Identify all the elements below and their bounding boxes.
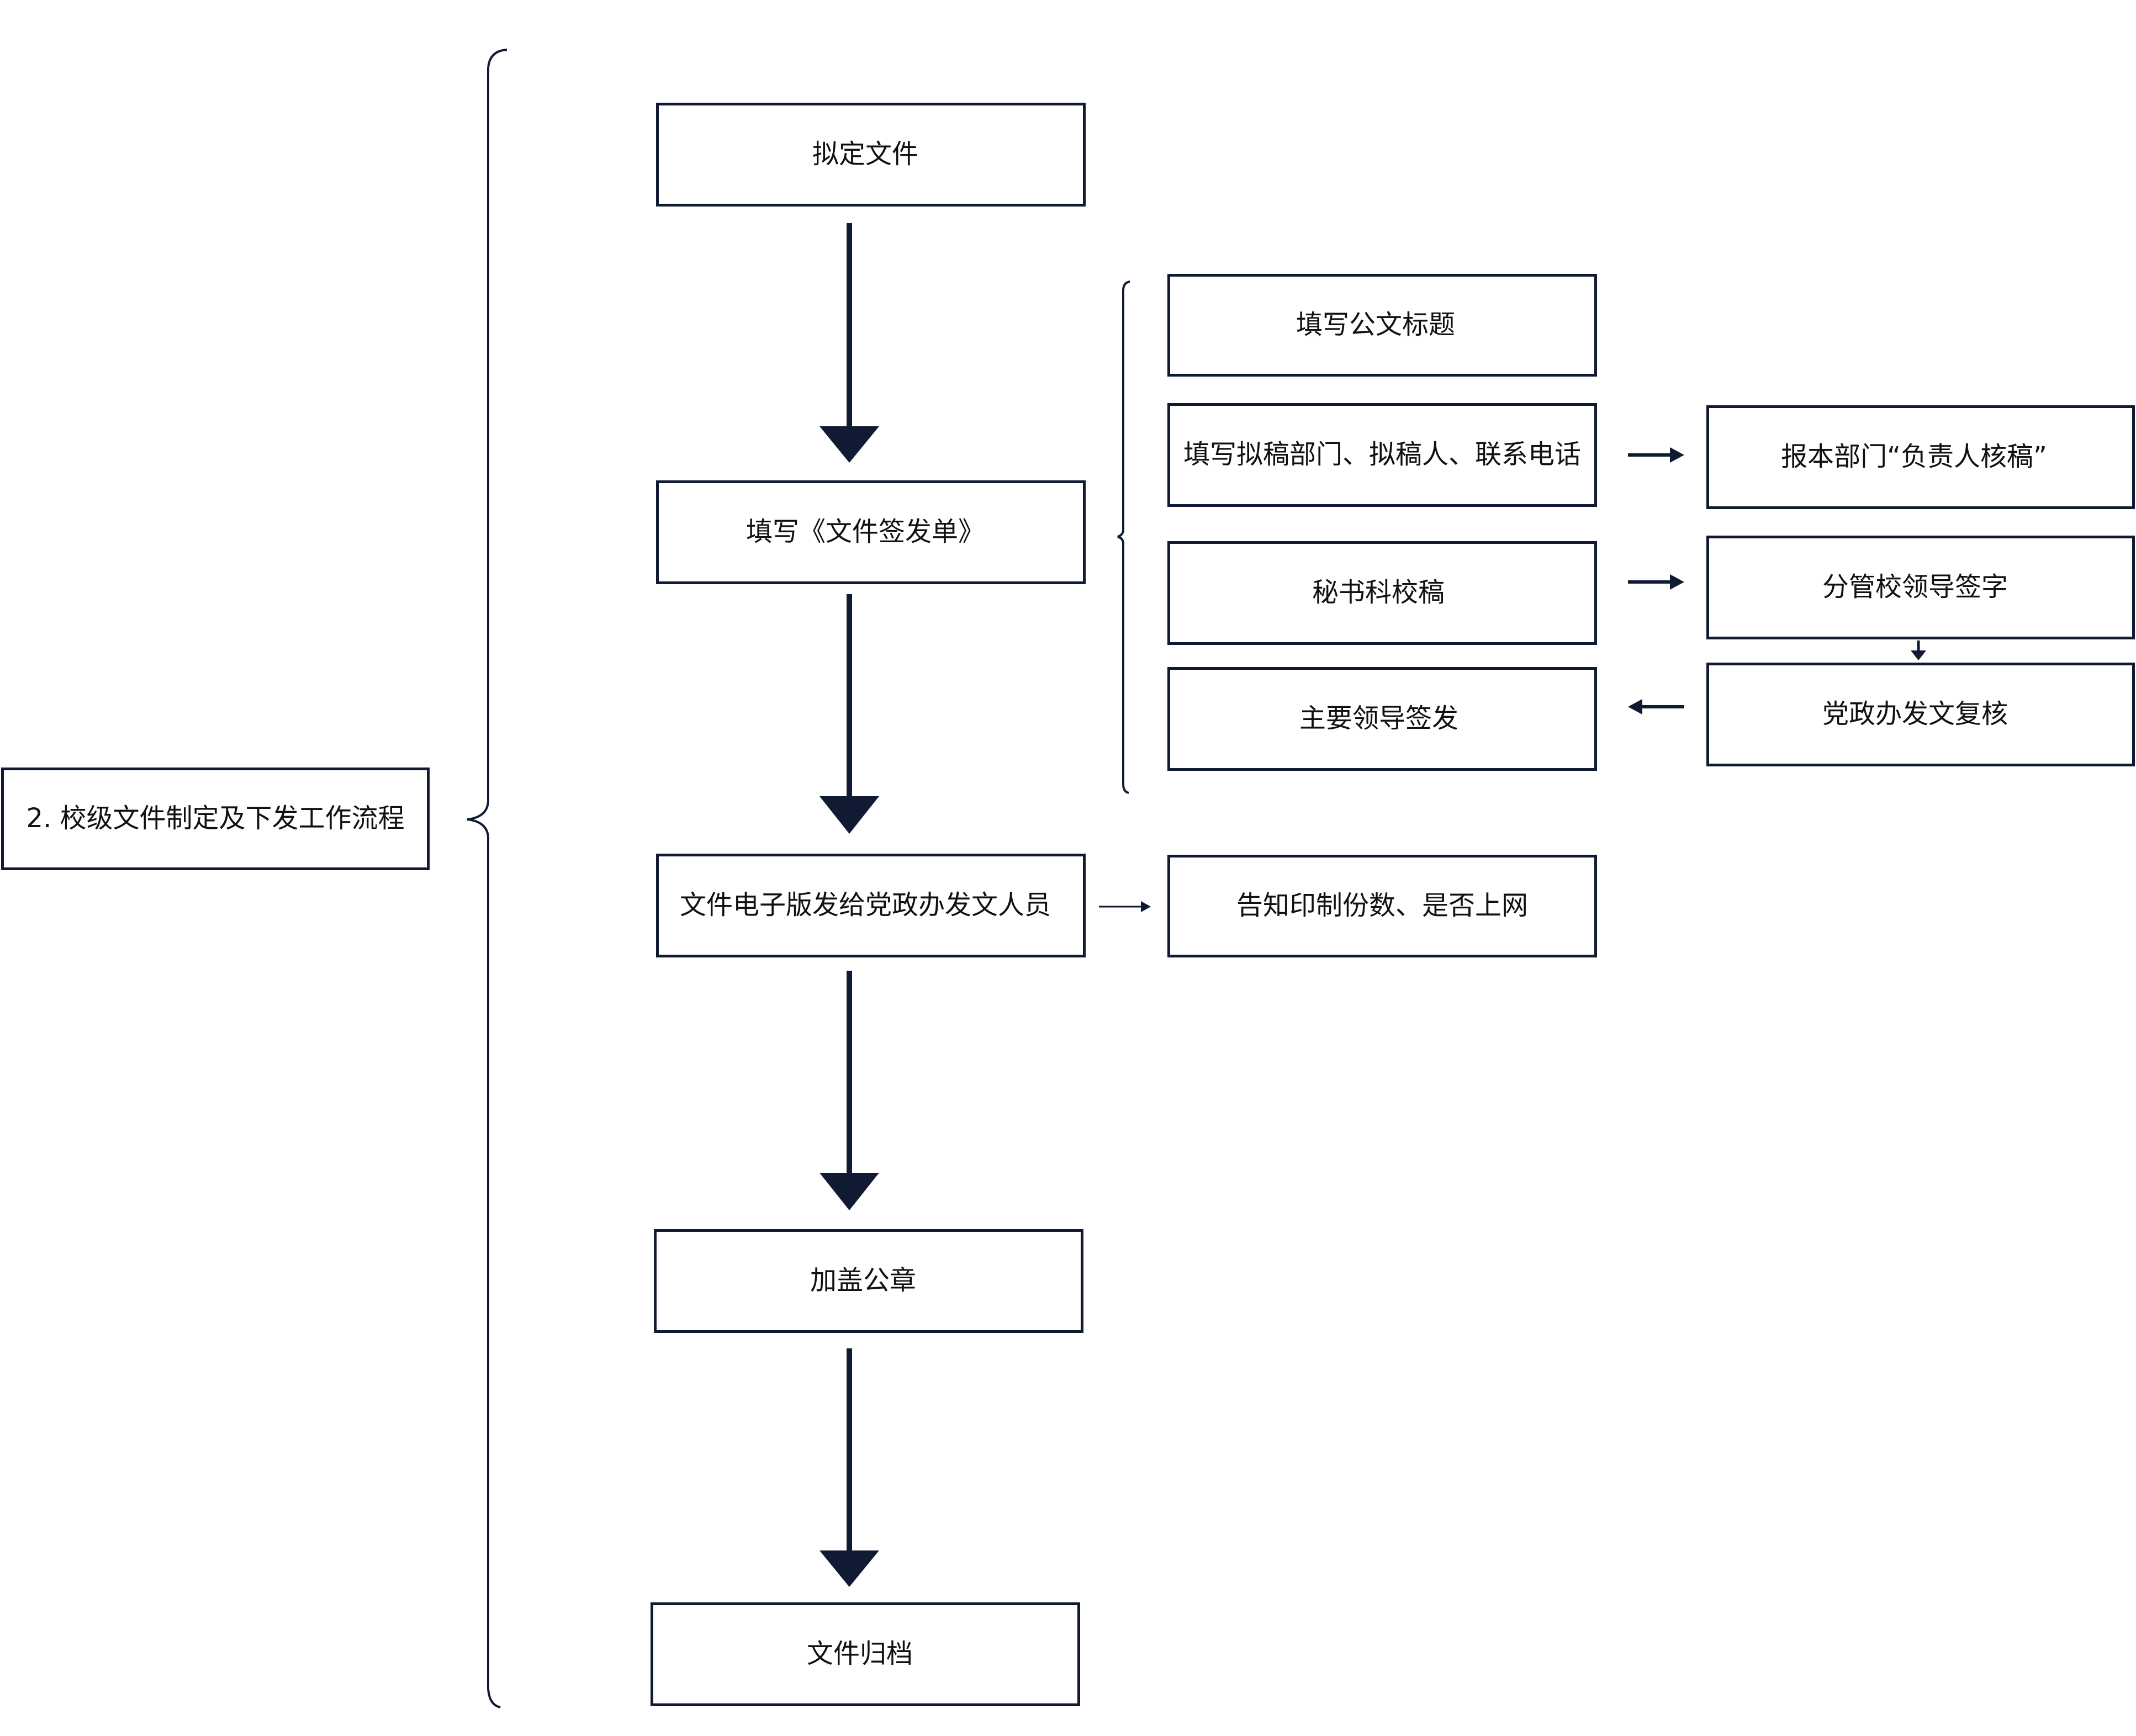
arrow-send-to-seal	[819, 971, 879, 1210]
arrow-send-to-print	[1099, 901, 1151, 912]
substep-proof-label: 秘书科校稿	[1312, 577, 1445, 608]
substep-issue-node: 主要领导签发	[1167, 667, 1597, 771]
arrow-dept-to-review	[1628, 447, 1684, 463]
approval-review-node: 报本部门“负责人核稿”	[1706, 405, 2135, 509]
step-send-node: 文件电子版发给党政办发文人员	[656, 854, 1086, 957]
step-archive-node: 文件归档	[651, 1602, 1080, 1706]
root-node: 2. 校级文件制定及下发工作流程	[1, 768, 430, 870]
send-note-node: 告知印制份数、是否上网	[1167, 855, 1597, 957]
form-brace	[1117, 280, 1130, 794]
root-brace	[467, 49, 507, 1708]
arrow-form-to-send	[819, 594, 879, 834]
step-seal-node: 加盖公章	[654, 1229, 1083, 1333]
step-form-node: 填写《文件签发单》	[656, 480, 1086, 584]
arrow-recheck-to-issue	[1628, 699, 1684, 714]
approval-recheck-node: 党政办发文复核	[1706, 663, 2135, 766]
substep-issue-label: 主要领导签发	[1299, 703, 1458, 734]
substep-dept-label: 填写拟稿部门、拟稿人、联系电话	[1183, 439, 1581, 470]
step-form-label: 填写《文件签发单》	[746, 516, 985, 548]
step-seal-label: 加盖公章	[810, 1265, 916, 1296]
step-draft-node: 拟定文件	[656, 103, 1086, 207]
send-note-label: 告知印制份数、是否上网	[1236, 890, 1528, 922]
approval-review-label: 报本部门“负责人核稿”	[1781, 441, 2047, 473]
substep-dept-node: 填写拟稿部门、拟稿人、联系电话	[1167, 403, 1597, 507]
step-draft-label: 拟定文件	[812, 139, 918, 170]
arrow-proof-to-leader	[1628, 574, 1684, 590]
root-node-label: 2. 校级文件制定及下发工作流程	[26, 803, 405, 834]
substep-title-label: 填写公文标题	[1296, 309, 1455, 341]
substep-proof-node: 秘书科校稿	[1167, 541, 1597, 645]
step-send-label: 文件电子版发给党政办发文人员	[679, 890, 1051, 921]
arrow-leader-to-recheck	[1911, 641, 1926, 660]
approval-leader-label: 分管校领导签字	[1822, 571, 2008, 603]
step-archive-label: 文件归档	[806, 1638, 913, 1670]
arrow-seal-to-archive	[819, 1348, 879, 1587]
arrow-draft-to-form	[819, 223, 879, 463]
approval-recheck-label: 党政办发文复核	[1822, 698, 2008, 730]
substep-title-node: 填写公文标题	[1167, 274, 1597, 377]
approval-leader-node: 分管校领导签字	[1706, 536, 2135, 639]
